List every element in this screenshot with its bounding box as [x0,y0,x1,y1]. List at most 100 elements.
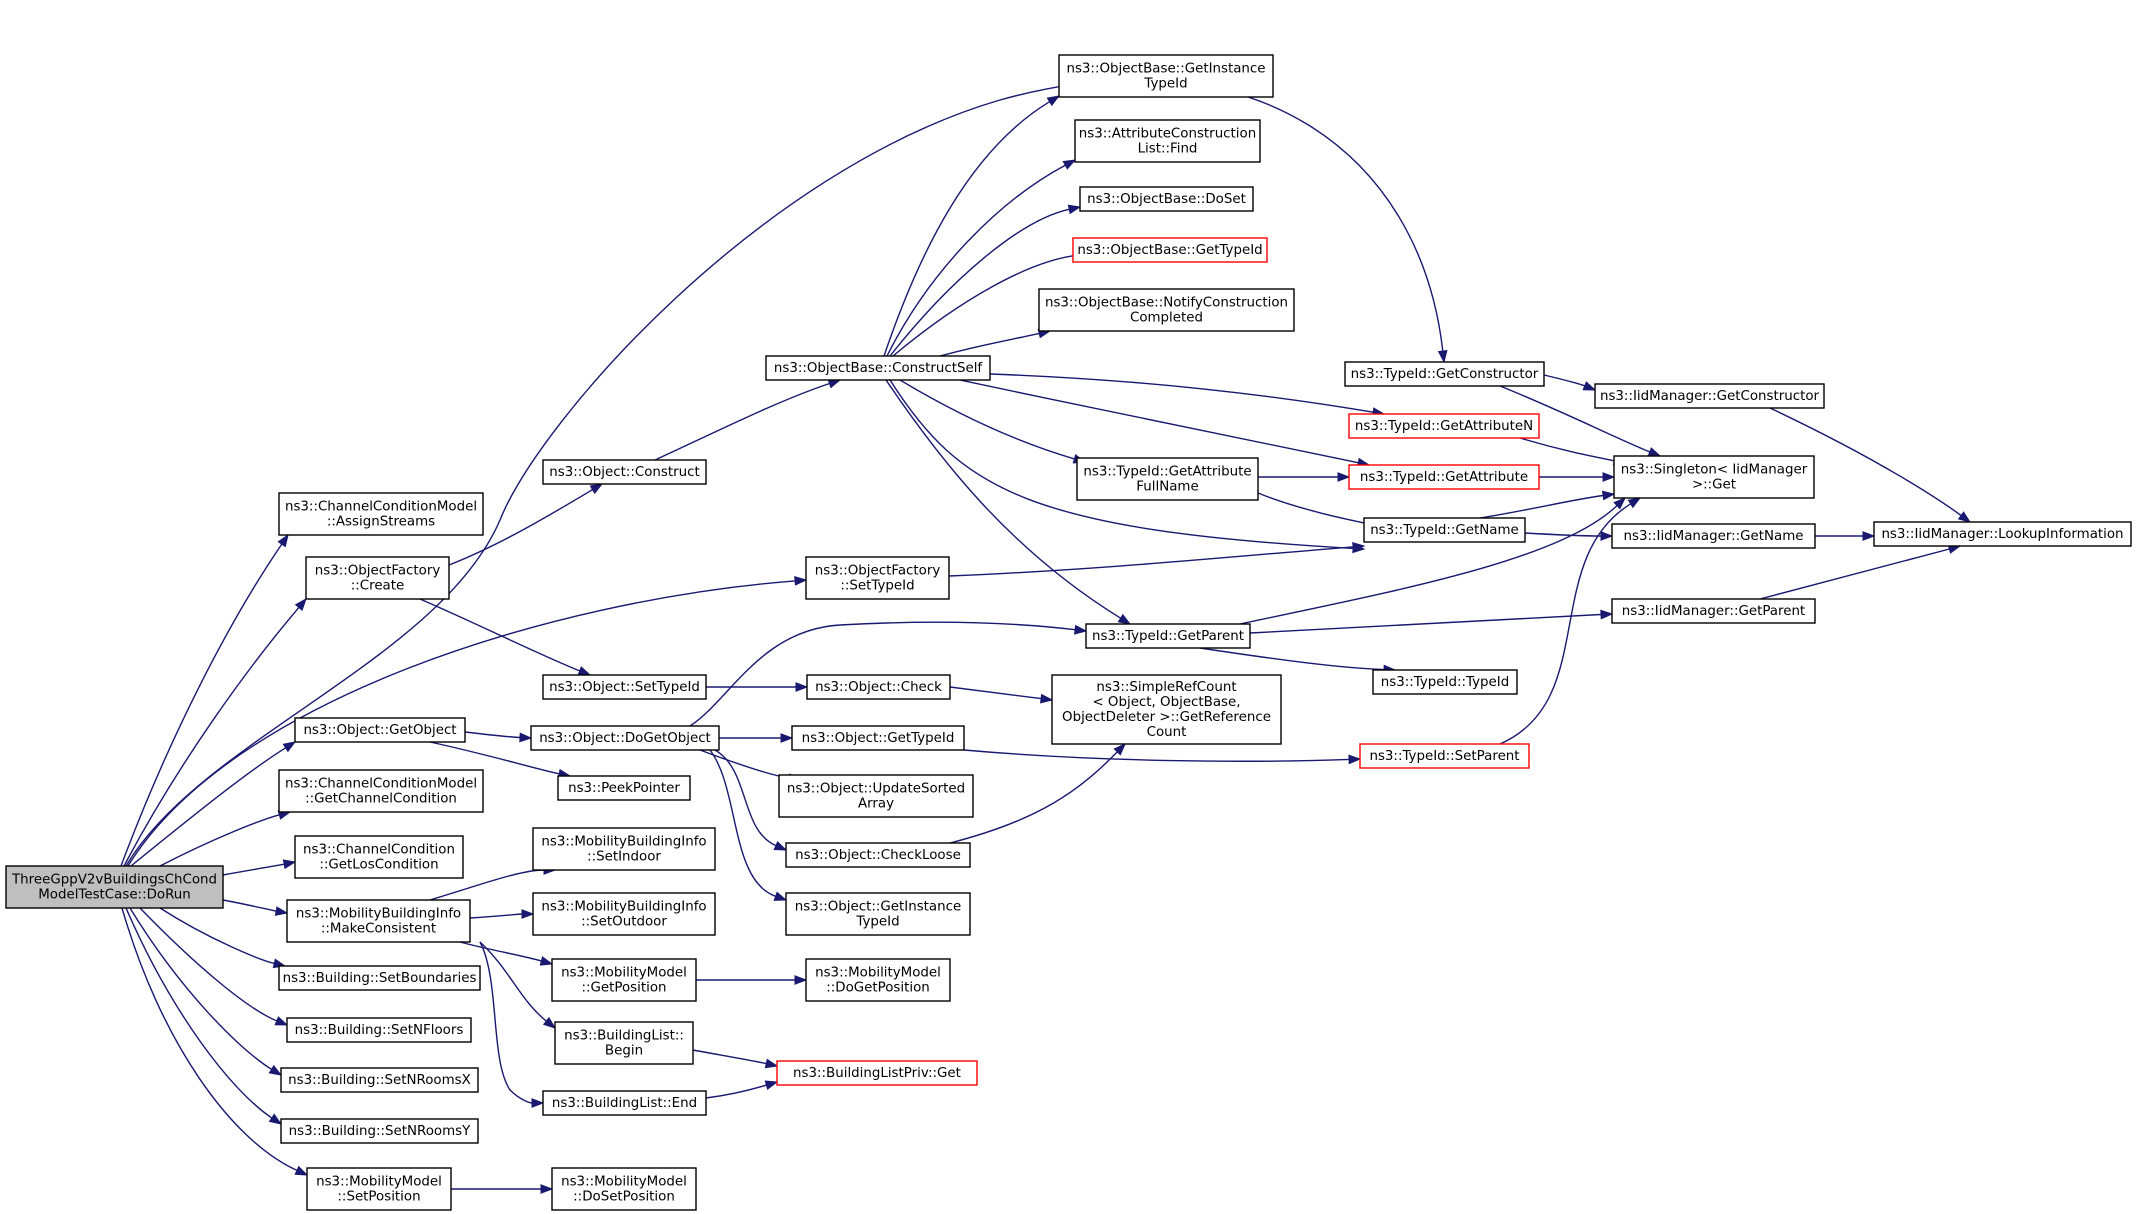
edge-obj-checkloose-to-src-getreferencecount [949,743,1126,844]
edge-line [709,749,776,897]
node-of-settypeid[interactable]: ns3::ObjectFactory::SetTypeId [805,556,950,600]
node-label: ns3::BuildingList:: [564,1029,684,1044]
node-label: Begin [605,1044,643,1059]
edge-arrowhead [764,1058,779,1069]
node-label: ns3::ObjectBase::NotifyConstruction [1045,296,1288,311]
edge-obj-dogetobject-to-obj-gettypeid [719,733,794,743]
node-mbi-setoutdoor[interactable]: ns3::MobilityBuildingInfo::SetOutdoor [532,892,716,936]
node-mbi-makeconsistent[interactable]: ns3::MobilityBuildingInfo::MakeConsisten… [286,899,471,943]
node-label: ns3::TypeId::SetParent [1369,749,1519,764]
node-box [280,1067,479,1093]
node-ob-gettypeid[interactable]: ns3::ObjectBase::GetTypeId [1072,237,1268,263]
node-blp-get[interactable]: ns3::BuildingListPriv::Get [776,1060,978,1086]
node-mbi-setindoor[interactable]: ns3::MobilityBuildingInfo::SetIndoor [532,827,716,871]
node-ccm-getcc[interactable]: ns3::ChannelConditionModel::GetChannelCo… [278,769,484,813]
edge-arrowhead [773,840,788,851]
node-tid-getconstructor[interactable]: ns3::TypeId::GetConstructor [1344,361,1545,387]
node-obj-dogetobject[interactable]: ns3::Object::DoGetObject [530,725,720,751]
node-b-setnroomsx[interactable]: ns3::Building::SetNRoomsX [280,1067,479,1093]
edge-arrowhead [1352,543,1366,554]
node-box [806,674,951,700]
node-b-setnroomsy[interactable]: ns3::Building::SetNRoomsY [280,1118,479,1144]
node-cc-getlos[interactable]: ns3::ChannelCondition::GetLosCondition [294,835,464,879]
node-iid-getparent[interactable]: ns3::IidManager::GetParent [1611,598,1816,624]
node-peekpointer[interactable]: ns3::PeekPointer [557,775,691,801]
node-box [551,958,697,1002]
edge-arrowhead [764,1080,779,1091]
node-iid-getname[interactable]: ns3::IidManager::GetName [1611,523,1816,549]
edge-arrowhead [1600,531,1614,541]
edge-line [689,621,1076,727]
node-label: ns3::Singleton< IidManager [1621,463,1808,478]
edge-line [222,863,285,876]
node-mm-getposition[interactable]: ns3::MobilityModel::GetPosition [551,958,697,1002]
node-b-setboundaries[interactable]: ns3::Building::SetBoundaries [278,965,481,991]
edge-line [419,598,581,672]
edge-mbi-makeconsistent-to-mbi-setoutdoor [469,909,535,919]
edge-obj-check-to-src-getreferencecount [949,686,1054,704]
node-label: ModelTestCase::DoRun [38,888,191,903]
node-tid-getparent[interactable]: ns3::TypeId::GetParent [1085,623,1251,649]
node-mm-setposition[interactable]: ns3::MobilityModel::SetPosition [306,1167,452,1211]
node-tid-typeid[interactable]: ns3::TypeId::TypeId [1372,669,1518,695]
node-iid-getconstructor[interactable]: ns3::IidManager::GetConstructor [1594,383,1825,409]
node-bl-begin[interactable]: ns3::BuildingList::Begin [554,1021,694,1065]
node-obj-construct[interactable]: ns3::Object::Construct [542,459,707,485]
node-box [791,725,965,751]
node-label: ns3::BuildingListPriv::Get [793,1066,961,1081]
edge-arrowhead [1613,497,1627,510]
node-box [1058,54,1274,98]
node-ccm-assign[interactable]: ns3::ChannelConditionModel::AssignStream… [278,492,484,536]
edge-ob-constructself-to-ob-notify [939,328,1052,357]
node-singleton-get[interactable]: ns3::Singleton< IidManager>::Get [1613,455,1815,499]
node-label: ns3::Object::DoGetObject [539,731,711,746]
node-b-setnfloors[interactable]: ns3::Building::SetNFloors [286,1017,472,1043]
edge-line [705,1084,767,1099]
node-box [1074,119,1261,163]
node-of-create[interactable]: ns3::ObjectFactory::Create [305,556,450,600]
node-box [1051,674,1282,745]
edge-of-create-to-obj-settypeid [419,598,592,676]
node-obj-settypeid[interactable]: ns3::Object::SetTypeId [542,674,707,700]
node-tid-setparent[interactable]: ns3::TypeId::SetParent [1359,743,1530,769]
node-label: ns3::ObjectBase::ConstructSelf [774,361,983,376]
node-obj-gettypeid[interactable]: ns3::Object::GetTypeId [791,725,965,751]
node-obj-getobject[interactable]: ns3::Object::GetObject [294,717,466,743]
edge-obj-dogetobject-to-obj-checkloose [714,749,788,851]
edge-line [479,941,547,1022]
node-box [1611,598,1816,624]
node-bl-end[interactable]: ns3::BuildingList::End [542,1090,707,1116]
node-mm-dosetposition[interactable]: ns3::MobilityModel::DoSetPosition [551,1167,697,1211]
node-tid-getattributen[interactable]: ns3::TypeId::GetAttributeN [1348,413,1540,439]
node-src-getreferencecount[interactable]: ns3::SimpleRefCount< Object, ObjectBase,… [1051,674,1282,745]
edge-arrowhead [540,1184,554,1194]
edge-arrowhead [1337,472,1351,482]
node-tid-getname[interactable]: ns3::TypeId::GetName [1363,517,1526,543]
node-ob-doset[interactable]: ns3::ObjectBase::DoSet [1079,186,1254,212]
edge-ob-constructself-to-acl-find [886,159,1077,357]
node-ob-notify[interactable]: ns3::ObjectBase::NotifyConstructionCompl… [1038,288,1295,332]
edge-of-create-to-obj-construct [448,483,604,566]
node-obj-check[interactable]: ns3::Object::Check [806,674,951,700]
edge-arrowhead [539,956,554,966]
node-tid-getattribute[interactable]: ns3::TypeId::GetAttribute [1348,464,1540,490]
node-label: ns3::Object::CheckLoose [795,848,961,863]
edge-arrowhead [1862,531,1876,541]
edge-arrowhead [1600,609,1614,620]
edge-line [714,749,777,847]
node-mm-dogetposition[interactable]: ns3::MobilityModel::DoGetPosition [805,958,951,1002]
edge-arrowhead [294,597,307,611]
node-iid-lookup[interactable]: ns3::IidManager::LookupInformation [1873,521,2132,547]
edge-tid-getparent-to-singleton-get [1239,497,1627,625]
node-label: Completed [1130,311,1203,326]
node-label: ns3::ObjectBase::GetInstance [1066,62,1265,77]
node-ob-constructself[interactable]: ns3::ObjectBase::ConstructSelf [765,355,991,381]
node-label: TypeId [855,915,899,930]
node-obj-checkloose[interactable]: ns3::Object::CheckLoose [785,842,971,868]
